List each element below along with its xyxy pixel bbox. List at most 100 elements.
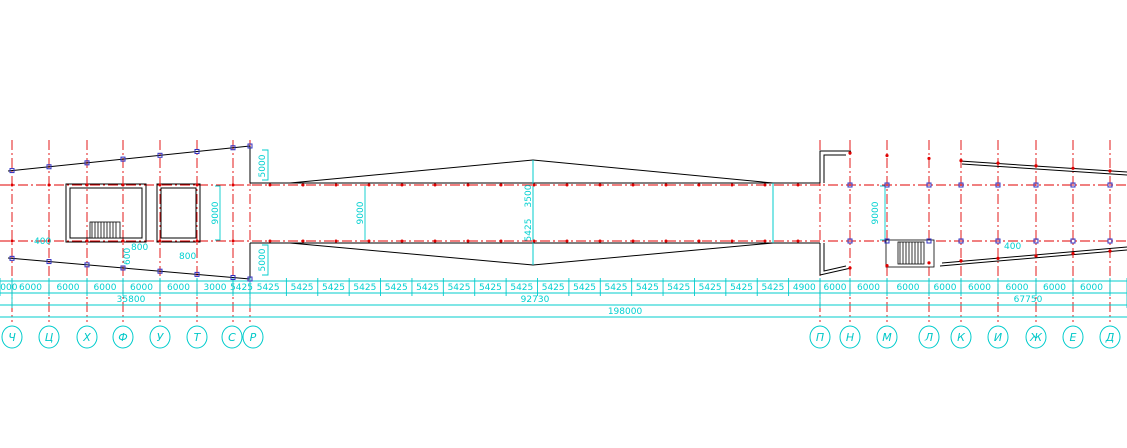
column-node (157, 152, 163, 158)
column-node (959, 159, 963, 163)
column-node (885, 263, 889, 268)
column-node (466, 239, 470, 243)
column-node (230, 145, 236, 151)
column-node (847, 182, 853, 188)
bay-dimension: 5425 (230, 283, 253, 293)
axis-bubble: Н (839, 325, 861, 349)
column-node (884, 182, 890, 188)
bay-dimension: 4900 (793, 283, 816, 293)
axis-bubble-label: У (157, 331, 165, 344)
right-wing-bottom-edge (941, 246, 1127, 264)
column-node (959, 259, 963, 263)
bay-dimension: 5425 (573, 283, 596, 293)
left-wing-top-edge (7, 145, 251, 172)
column-node (664, 183, 668, 187)
axis-bubble-label: М (882, 331, 892, 344)
bay-dimension: 6000 (1043, 283, 1066, 293)
column-node (84, 160, 90, 166)
column-node (433, 239, 437, 243)
column-node (157, 268, 163, 274)
column-node (247, 276, 253, 282)
column-node (231, 183, 235, 187)
column-node (532, 183, 536, 187)
column-node (85, 183, 89, 187)
bay-dimension: 6000 (167, 283, 190, 293)
bay-dimension: 5425 (510, 283, 533, 293)
bay-dimension: 6000 (857, 283, 880, 293)
bay-dimension: 5425 (542, 283, 565, 293)
room-block-inner (160, 187, 197, 239)
column-node (499, 239, 503, 243)
column-node (268, 239, 272, 243)
dimension-row-sections: 35800 92730 67750 (11, 294, 1127, 308)
dimension-brackets (0, 149, 1127, 318)
vertical-dimension: 9000 (211, 201, 221, 224)
column-node (194, 271, 200, 277)
column-node (565, 239, 569, 243)
bay-dimension: 5425 (667, 283, 690, 293)
column-node (47, 239, 51, 243)
vertical-dimension: 9000 (356, 201, 366, 224)
column-node (1033, 182, 1039, 188)
column-node (532, 239, 536, 243)
axis-bubble: Ж (1025, 325, 1047, 349)
section-dimension: 92730 (521, 295, 550, 305)
column-node (334, 239, 338, 243)
axis-bubble-label: Е (1070, 331, 1077, 344)
right-wing-bottom-edge (939, 249, 1127, 267)
column-node (10, 239, 14, 243)
section-dimension: 67750 (1014, 295, 1043, 305)
axis-bubble: Л (918, 325, 940, 349)
small-dimension: 400 (1004, 242, 1021, 252)
column-node (85, 239, 89, 243)
column-node (996, 161, 1000, 165)
column-node (466, 183, 470, 187)
column-node (1070, 238, 1076, 244)
column-node (1071, 166, 1075, 170)
axis-bubble: Ч (1, 325, 23, 349)
column-node (885, 153, 889, 158)
stair-room (65, 183, 147, 243)
room-block (156, 183, 201, 243)
column-node (268, 183, 272, 187)
axis-bubble-label: Х (82, 331, 91, 344)
section-dimension: 35800 (117, 295, 146, 305)
small-dimension-texts: 400 800 800 600 400 (34, 237, 1021, 265)
right-wing-top-edge (959, 160, 1127, 173)
column-node (884, 238, 890, 244)
column-node (194, 148, 200, 154)
column-node (1107, 182, 1113, 188)
column-node (47, 183, 51, 187)
axis-bubble: Р (242, 325, 264, 349)
column-node (301, 239, 305, 243)
column-node (697, 239, 701, 243)
column-node (367, 239, 371, 243)
bay-dimension: 5425 (291, 283, 314, 293)
column-node (195, 183, 199, 187)
bay-dimension: 6000 (19, 283, 42, 293)
axis-bubble: Х (76, 325, 98, 349)
column-node (1033, 238, 1039, 244)
bay-dimension: 6000 (94, 283, 117, 293)
column-node (631, 183, 635, 187)
bay-dimension: 6000 (1006, 283, 1029, 293)
bay-dimension: 3000 (204, 283, 227, 293)
column-node (301, 183, 305, 187)
axis-bubble-label: Д (1105, 331, 1115, 344)
bay-dimension: 6000 (57, 283, 80, 293)
column-node (1107, 238, 1113, 244)
axis-bubble: С (221, 325, 243, 349)
dimension-row-bays: 6000600060006000600060003000542554255425… (0, 278, 1127, 296)
column-node (247, 143, 253, 149)
axis-bubble-label: Р (250, 331, 257, 344)
column-node (231, 239, 235, 243)
column-node (367, 183, 371, 187)
axis-bubble-label: И (994, 331, 1002, 344)
small-dimension: 600 (123, 248, 133, 265)
column-node (763, 239, 767, 243)
column-node (927, 156, 931, 161)
bay-dimension: 5425 (605, 283, 628, 293)
right-wing-top-edge (961, 163, 1127, 176)
